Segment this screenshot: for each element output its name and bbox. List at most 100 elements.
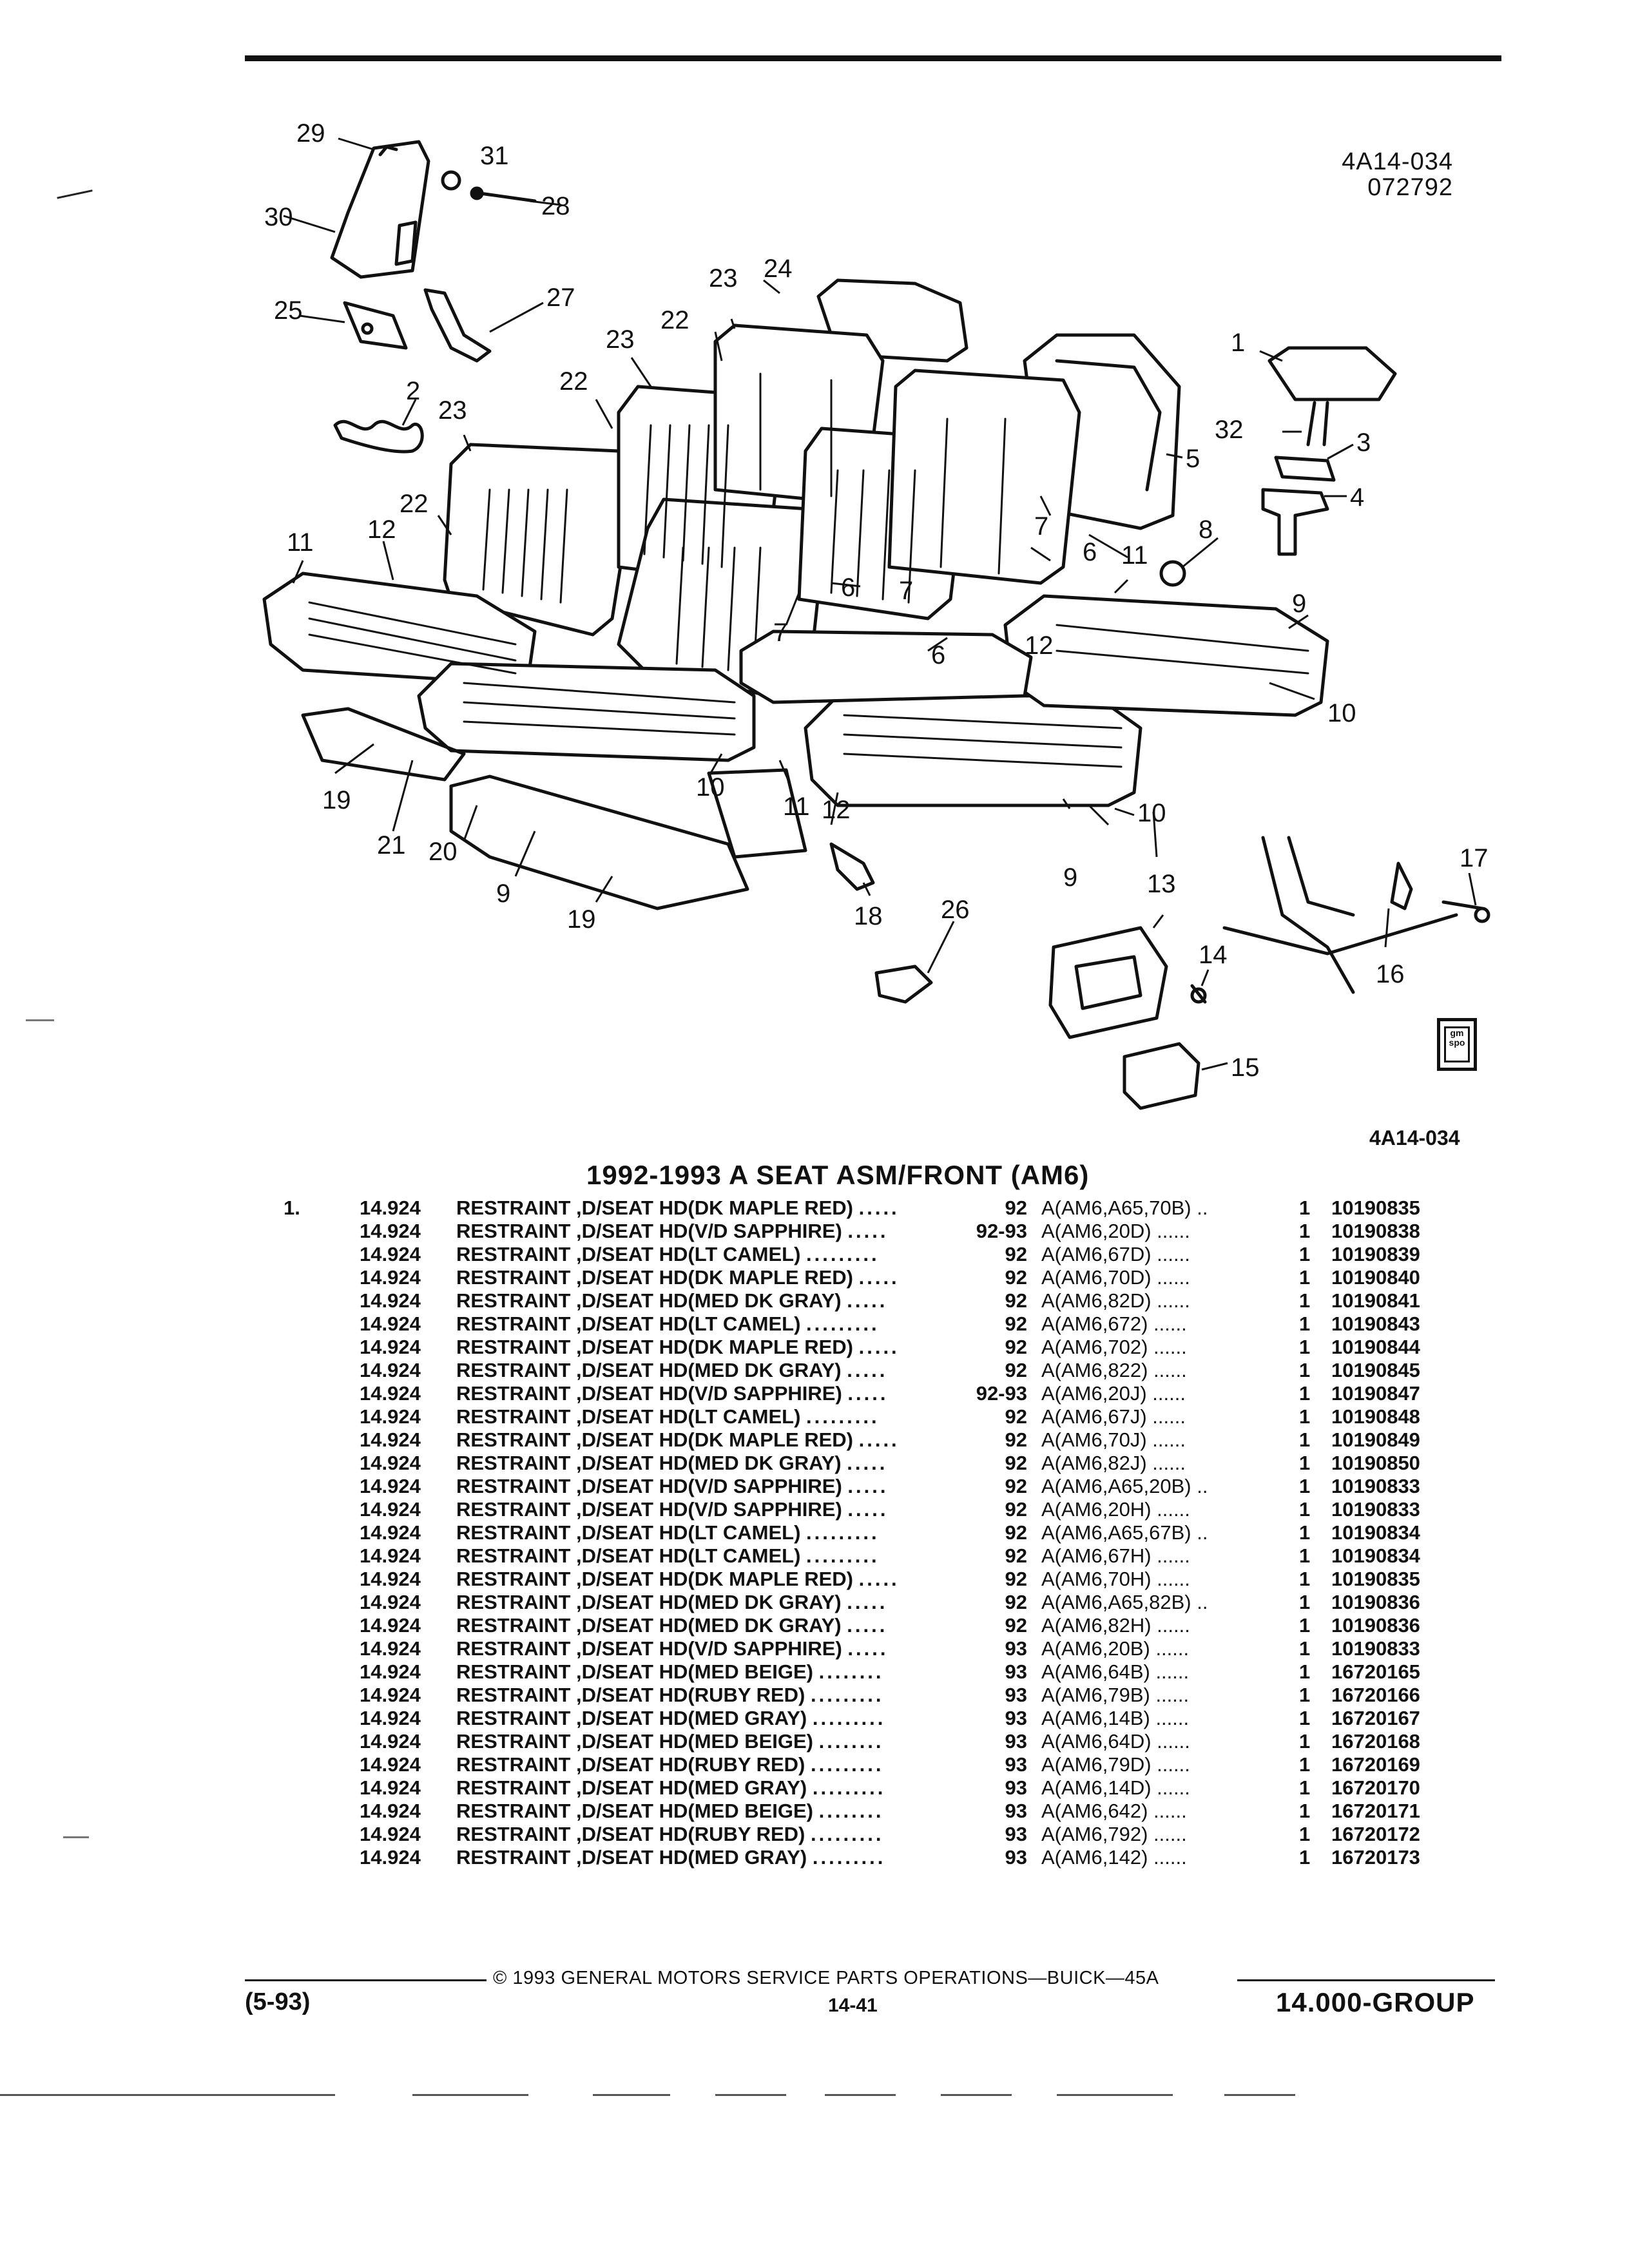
parts-row-leader: ..... [847,1637,889,1660]
parts-row-code: 14.924 [360,1846,421,1869]
parts-row-quantity: 1 [1299,1428,1311,1451]
parts-row-part-number: 16720166 [1331,1684,1420,1706]
parts-row-code: 14.924 [360,1220,421,1242]
parts-row-description-text: RESTRAINT ,D/SEAT HD(MED DK GRAY) [456,1359,842,1381]
parts-row-quantity: 1 [1299,1289,1311,1312]
parts-row-body: A(AM6,A65,20B) .. [1041,1475,1208,1497]
parts-row-description-text: RESTRAINT ,D/SEAT HD(V/D SAPPHIRE) [456,1382,842,1405]
parts-row-leader: ......... [811,1684,884,1706]
parts-row-leader: ..... [847,1591,888,1613]
parts-row-quantity: 1 [1299,1776,1311,1799]
parts-row-part-number: 10190834 [1331,1521,1420,1544]
parts-row-part-number: 16720168 [1331,1730,1420,1753]
parts-row-description-text: RESTRAINT ,D/SEAT HD(RUBY RED) [456,1753,805,1776]
parts-row-leader: ........ [818,1800,884,1822]
callout-7: 7 [899,577,913,605]
parts-row-quantity: 1 [1299,1405,1311,1428]
parts-row-leader: ......... [811,1823,884,1845]
callout-11: 11 [1121,541,1148,570]
parts-row-description-text: RESTRAINT ,D/SEAT HD(MED DK GRAY) [456,1452,842,1474]
parts-row-quantity: 1 [1299,1614,1311,1637]
parts-row-part-number: 10190835 [1331,1568,1420,1590]
callout-20: 20 [429,838,458,866]
parts-row-index [284,1637,360,1660]
parts-row-part-number: 10190835 [1331,1196,1420,1219]
parts-row-body: A(AM6,82D) ...... [1041,1289,1190,1312]
parts-row-leader: ......... [812,1776,886,1799]
parts-row-description-text: RESTRAINT ,D/SEAT HD(RUBY RED) [456,1684,805,1706]
callout-19: 19 [322,786,351,814]
parts-row-leader: ..... [847,1220,889,1242]
parts-row-part-number: 10190844 [1331,1336,1420,1358]
callout-labels: 29 31 30 28 25 27 2 23 24 22 23 22 23 22… [264,119,1489,1082]
parts-row-part-number: 10190845 [1331,1359,1420,1381]
parts-row-part-number: 10190841 [1331,1289,1420,1312]
callout-12: 12 [1025,631,1054,660]
illustration-ref-bottom: 4A14-034 [1369,1126,1460,1149]
parts-row-year: 93 [1005,1730,1027,1753]
parts-row-code: 14.924 [360,1637,421,1660]
callout-10: 10 [1137,799,1166,827]
parts-row-part-number: 10190847 [1331,1382,1420,1405]
scan-artifact [825,2094,896,2096]
parts-row-code: 14.924 [360,1730,421,1753]
parts-row-description-text: RESTRAINT ,D/SEAT HD(LT CAMEL) [456,1544,801,1567]
callout-8: 8 [1199,515,1213,544]
parts-row-index [284,1359,360,1382]
footer-copyright: © 1993 GENERAL MOTORS SERVICE PARTS OPER… [493,1968,1159,1988]
callout-22: 22 [559,367,588,396]
footer-page-number: 14-41 [828,1995,878,2016]
parts-row-code: 14.924 [360,1568,421,1590]
parts-row-year: 92 [1005,1405,1027,1428]
parts-row-index [284,1730,360,1753]
parts-row-index [284,1591,360,1614]
callout-5: 5 [1186,445,1200,473]
parts-row-body: A(AM6,79B) ...... [1041,1684,1190,1706]
parts-row-year: 93 [1005,1823,1027,1845]
parts-row-code: 14.924 [360,1428,421,1451]
parts-row-description-text: RESTRAINT ,D/SEAT HD(MED DK GRAY) [456,1591,842,1613]
parts-row-leader: ..... [858,1266,900,1289]
parts-row-code: 14.924 [360,1707,421,1729]
callout-24: 24 [764,255,793,283]
parts-row-index [284,1846,360,1869]
parts-row-description: RESTRAINT ,D/SEAT HD(V/D SAPPHIRE) ..... [456,1220,956,1243]
parts-row-quantity: 1 [1299,1475,1311,1497]
parts-row-code: 14.924 [360,1359,421,1381]
seat-exploded-diagram: 29 31 30 28 25 27 2 23 24 22 23 22 23 22… [262,119,1490,1110]
callout-18: 18 [854,902,883,930]
parts-row-quantity: 1 [1299,1312,1311,1335]
parts-row-code: 14.924 [360,1382,421,1405]
scan-artifact [412,2094,528,2096]
parts-row-year: 92 [1005,1521,1027,1544]
parts-row-year: 93 [1005,1846,1027,1869]
parts-row-code: 14.924 [360,1312,421,1335]
scan-artifact [941,2094,1012,2096]
parts-row-code: 14.924 [360,1753,421,1776]
footer-rule-right [1237,1979,1495,1981]
parts-row-index [284,1753,360,1776]
parts-row-body: A(AM6,672) ...... [1041,1312,1187,1335]
parts-row-quantity: 1 [1299,1800,1311,1822]
parts-row-index [284,1382,360,1405]
parts-row-description: RESTRAINT ,D/SEAT HD(V/D SAPPHIRE) ..... [456,1637,956,1660]
parts-row-description-text: RESTRAINT ,D/SEAT HD(DK MAPLE RED) [456,1196,853,1219]
callout-13: 13 [1147,870,1176,898]
parts-row-description-text: RESTRAINT ,D/SEAT HD(V/D SAPPHIRE) [456,1498,842,1521]
parts-row-leader: ......... [806,1521,880,1544]
parts-row-leader: ..... [847,1498,889,1521]
parts-row-leader: ..... [858,1336,900,1358]
parts-row-body: A(AM6,A65,82B) .. [1041,1591,1208,1613]
callout-27: 27 [546,284,575,312]
parts-row-part-number: 16720173 [1331,1846,1420,1869]
